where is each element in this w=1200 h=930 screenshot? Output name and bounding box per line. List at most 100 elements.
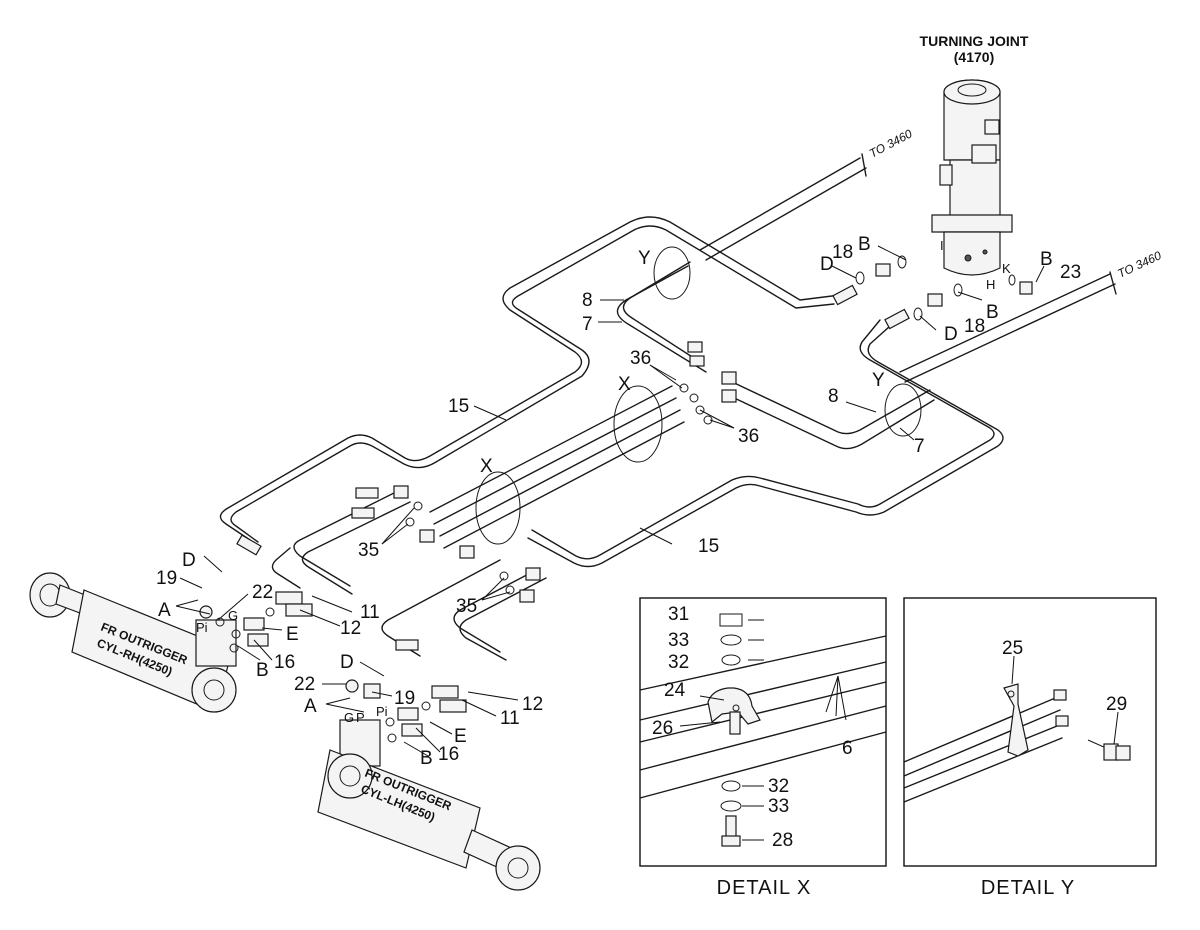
fitting-8-b	[721, 371, 737, 385]
detail-x-32b: 32	[768, 776, 789, 797]
fitting-18-upper	[875, 263, 891, 277]
fitting-35-b	[419, 529, 435, 543]
callout-12b: 12	[522, 694, 543, 715]
callout-16a: 16	[274, 652, 295, 673]
detail-x-31: 31	[668, 604, 689, 625]
fitting-hose-11	[355, 487, 379, 499]
callout-18b: 18	[964, 316, 985, 337]
rh-fitting-16a	[243, 617, 265, 631]
detail-x-33b: 33	[768, 796, 789, 817]
callout-36a: 36	[630, 348, 651, 369]
callout-35b: 35	[456, 596, 477, 617]
callout-d1: D	[820, 254, 834, 275]
fitting-tj-i	[832, 284, 858, 306]
detail-x-28: 28	[772, 830, 793, 851]
detail-y-caption: DETAIL Y	[981, 877, 1075, 899]
callout-7b: 7	[914, 436, 925, 457]
fitting-lh-b	[525, 567, 541, 581]
turning-joint: TURNING JOINT (4170) I H K	[920, 33, 1029, 292]
detail-y-25: 25	[1002, 638, 1023, 659]
lh-port-p: P	[356, 710, 365, 725]
detail-x-washer-33a	[720, 634, 742, 646]
fitting-7-b	[721, 389, 737, 403]
fitting-15-end	[236, 534, 262, 556]
callouts: B D 18 B 23 B D 18 Y 8 7 36 X 36 8 Y 7 1…	[156, 234, 1081, 769]
plug-23	[1019, 281, 1033, 295]
detail-y-fitting-a	[1053, 689, 1067, 701]
lh-fitting-16b	[401, 723, 423, 737]
hose-11-12-lh	[381, 559, 547, 661]
detail-x-caption: DETAIL X	[717, 877, 812, 899]
detail-y-fitting-b	[1055, 715, 1069, 727]
cylinder-lh: FR OUTRIGGER CYL-LH(4250) G P Pi	[317, 679, 541, 891]
callout-8b: 8	[828, 386, 839, 407]
hose-11-12-rh	[271, 489, 411, 595]
fittings	[236, 255, 1033, 713]
fitting-lh-c	[519, 589, 535, 603]
leaders	[175, 245, 1045, 757]
callout-22b: 22	[294, 674, 315, 695]
callout-d2: D	[944, 324, 958, 345]
callout-b5: B	[420, 748, 433, 769]
detail-x-33a: 33	[668, 630, 689, 651]
turning-joint-code: (4170)	[954, 49, 994, 65]
lh-fitting-22	[345, 679, 359, 693]
fitting-11-rh	[275, 591, 303, 605]
fitting-8-end	[687, 341, 703, 353]
to-3460-upper: TO 3460	[867, 126, 915, 160]
detail-y-ring-lower	[884, 383, 922, 437]
callout-11a: 11	[360, 602, 380, 623]
to-3460-right: TO 3460	[1115, 248, 1163, 280]
callout-15b: 15	[698, 536, 719, 557]
detail-x-ring-upper	[613, 385, 663, 463]
callout-11b: 11	[500, 708, 520, 729]
callout-y1: Y	[638, 248, 651, 269]
callout-d3: D	[182, 550, 196, 571]
callout-b1: B	[858, 234, 871, 255]
detail-y-clamp-25	[1003, 683, 1029, 757]
fitting-12-rh	[285, 603, 313, 617]
detail-x-nut-31	[719, 613, 743, 627]
callout-a1: A	[158, 600, 171, 621]
pipe-bundle-upper: TO 3460	[699, 126, 915, 261]
lh-port-pi: Pi	[376, 704, 388, 719]
callout-22a: 22	[252, 582, 273, 603]
lh-fitting-16a	[397, 707, 419, 721]
port-k-letter: K	[1002, 261, 1011, 276]
lh-port-g: G	[344, 710, 354, 725]
turning-joint-title: TURNING JOINT	[920, 33, 1029, 49]
fitting-18-lower	[927, 293, 943, 307]
callout-8a: 8	[582, 290, 593, 311]
callout-18a: 18	[832, 242, 853, 263]
detail-y-29: 29	[1106, 694, 1127, 715]
fitting-lh-a	[459, 545, 475, 559]
y-hose-bundle	[616, 246, 935, 450]
callout-36b: 36	[738, 426, 759, 447]
callout-b3: B	[986, 302, 999, 323]
cylinder-rh: FR OUTRIGGER CYL-RH(4250) G Pi	[29, 572, 275, 713]
detail-x-24: 24	[664, 680, 686, 701]
detail-x-26: 26	[652, 718, 673, 739]
rh-port-g: G	[228, 608, 238, 623]
detail-x-bolt-28	[725, 815, 737, 839]
detail-x-panel: 31 33 32 24 26 6 32 33 28 DETAIL X	[639, 597, 887, 899]
callout-e2: E	[454, 726, 467, 747]
callout-19a: 19	[156, 568, 177, 589]
callout-b2: B	[1040, 249, 1053, 270]
callout-b4: B	[256, 660, 269, 681]
detail-x-washer-32a	[721, 654, 741, 666]
callout-35a: 35	[358, 540, 379, 561]
fitting-hose-lower	[884, 308, 910, 330]
x-pipe-bundle	[429, 385, 685, 549]
cylinder-rh-port-block	[195, 619, 237, 667]
callout-x2: X	[480, 456, 493, 477]
callout-16b: 16	[438, 744, 459, 765]
port-h-letter: H	[986, 277, 995, 292]
detail-x-washer-32b	[721, 780, 741, 792]
detail-x-washer-33b	[720, 800, 742, 812]
callout-y2: Y	[872, 370, 885, 391]
callout-x1: X	[618, 374, 631, 395]
fitting-11-lh	[431, 685, 459, 699]
rh-fitting-16b	[247, 633, 269, 647]
